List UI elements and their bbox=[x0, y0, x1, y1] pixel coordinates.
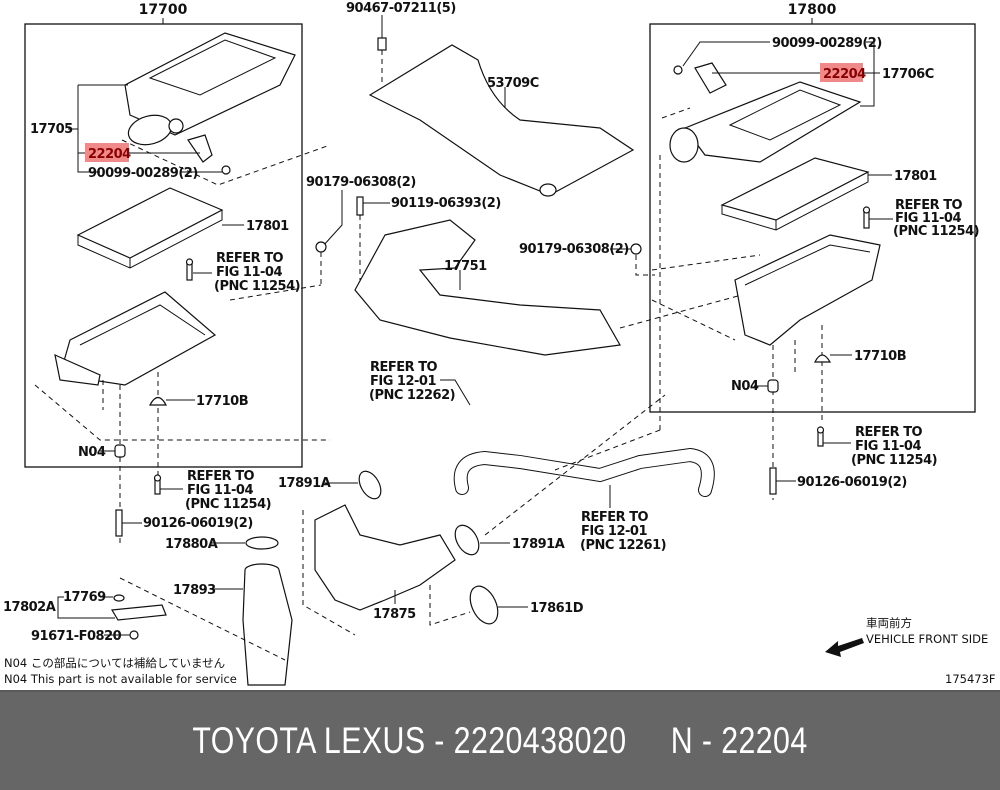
grommet-icon-left bbox=[148, 396, 168, 406]
cushion-icon-left bbox=[114, 444, 126, 458]
assembly-title-17700: 17700 bbox=[139, 2, 188, 18]
label-refer-right2-3[interactable]: (PNC 11254) bbox=[851, 453, 938, 468]
air-cleaner-cap-right bbox=[669, 81, 862, 163]
label-refer-left2-1[interactable]: REFER TO bbox=[187, 469, 255, 484]
highlight-22204-right[interactable]: 22204 bbox=[820, 63, 867, 82]
label-17861D: 17861D bbox=[530, 601, 584, 616]
label-90099-right: 90099-00289(2) bbox=[772, 36, 882, 51]
bolt-icon-right-2 bbox=[816, 426, 825, 447]
bolt-icon-left-2 bbox=[153, 474, 162, 495]
note-n04-jp: N04 この部品については補給していません bbox=[4, 656, 225, 670]
shield-53709C bbox=[368, 44, 635, 197]
label-N04-right: N04 bbox=[731, 379, 759, 394]
air-cleaner-case-right bbox=[734, 234, 881, 346]
stud-icon-right bbox=[769, 467, 777, 495]
label-17769: 17769 bbox=[63, 590, 106, 605]
nut-icon-90179-b bbox=[630, 243, 642, 255]
label-53709C: 53709C bbox=[487, 76, 539, 91]
label-17891A-b: 17891A bbox=[512, 537, 565, 552]
mass-air-flow-sensor-icon bbox=[187, 134, 213, 163]
clamp-icon-17861D bbox=[469, 585, 499, 625]
air-filter-element-right bbox=[720, 157, 870, 231]
nut-icon-90179-a bbox=[315, 241, 327, 253]
footer-banner: TOYOTA LEXUS - 2220438020 N - 22204 bbox=[0, 690, 1000, 790]
air-cleaner-cap-left bbox=[124, 32, 296, 175]
clamp-icon-17880A bbox=[245, 536, 279, 550]
label-90126-left: 90126-06019(2) bbox=[143, 516, 253, 531]
label-90179-b: 90179-06308(2) bbox=[519, 242, 629, 257]
label-N04-left: N04 bbox=[78, 445, 106, 460]
label-refer-left-1[interactable]: REFER TO bbox=[216, 251, 284, 266]
air-duct-17875 bbox=[314, 504, 456, 611]
label-90179-a: 90179-06308(2) bbox=[306, 175, 416, 190]
clamp-icon-17891A-b bbox=[454, 524, 480, 556]
label-refer-mid-b-1[interactable]: REFER TO bbox=[581, 510, 649, 525]
resonator-17893 bbox=[242, 563, 293, 686]
label-refer-left-2[interactable]: FIG 11-04 bbox=[216, 265, 283, 280]
label-refer-mid-a-2[interactable]: FIG 12-01 bbox=[370, 374, 437, 389]
label-91671: 91671-F0820 bbox=[31, 629, 122, 644]
label-17710B-left: 17710B bbox=[196, 394, 248, 409]
bolt-icon-left bbox=[185, 258, 194, 281]
label-17801-right: 17801 bbox=[894, 169, 937, 184]
clip-icon-90467 bbox=[377, 37, 387, 51]
grommet-icon-right bbox=[814, 354, 832, 363]
label-17891A-a: 17891A bbox=[278, 476, 331, 491]
label-17751: 17751 bbox=[444, 259, 487, 274]
footer-part-number: TOYOTA LEXUS - 2220438020 N - 22204 bbox=[192, 720, 808, 761]
label-17801-left: 17801 bbox=[246, 219, 289, 234]
parts-diagram: 17700 17705 22204 90099-00289(2) 17801 R… bbox=[3, 1, 996, 686]
label-17893: 17893 bbox=[173, 583, 216, 598]
screw-icon-right bbox=[673, 65, 683, 75]
label-90119: 90119-06393(2) bbox=[391, 196, 501, 211]
note-n04-en: N04 This part is not available for servi… bbox=[4, 672, 237, 686]
label-refer-right-2[interactable]: FIG 11-04 bbox=[895, 211, 962, 226]
highlight-22204-left[interactable]: 22204 bbox=[85, 143, 132, 162]
label-17710B-right: 17710B bbox=[854, 349, 906, 364]
label-refer-right-1[interactable]: REFER TO bbox=[895, 198, 963, 213]
bolt-icon-90119 bbox=[356, 196, 364, 216]
label-17706C: 17706C bbox=[882, 67, 934, 82]
label-refer-mid-b-3[interactable]: (PNC 12261) bbox=[580, 538, 667, 553]
direction-jp: 車両前方 bbox=[866, 616, 912, 630]
assembly-title-17800: 17800 bbox=[788, 2, 837, 18]
label-22204-left[interactable]: 22204 bbox=[88, 147, 132, 162]
hose-pnc-12261 bbox=[453, 447, 715, 497]
label-refer-left-3[interactable]: (PNC 11254) bbox=[214, 279, 301, 294]
label-90126-right: 90126-06019(2) bbox=[797, 475, 907, 490]
bracket-icon-17802A bbox=[110, 604, 167, 621]
screw-icon bbox=[221, 165, 231, 175]
stud-icon-left bbox=[115, 509, 123, 537]
label-refer-left2-3[interactable]: (PNC 11254) bbox=[185, 497, 272, 512]
label-refer-mid-b-2[interactable]: FIG 12-01 bbox=[581, 524, 648, 539]
label-17880A: 17880A bbox=[165, 537, 218, 552]
arrow-left-down-icon bbox=[825, 638, 864, 657]
cushion-icon-right bbox=[767, 379, 779, 393]
label-refer-mid-a-3[interactable]: (PNC 12262) bbox=[369, 388, 456, 403]
label-refer-right-3[interactable]: (PNC 11254) bbox=[893, 224, 980, 239]
hose-pnc-12262 bbox=[419, 369, 566, 471]
label-17705: 17705 bbox=[30, 122, 73, 137]
mass-air-flow-sensor-icon-right bbox=[694, 62, 727, 94]
bolt-icon-91671 bbox=[129, 630, 139, 640]
direction-en: VEHICLE FRONT SIDE bbox=[866, 632, 988, 646]
bolt-icon-right bbox=[862, 206, 871, 229]
air-cleaner-case-left bbox=[54, 291, 217, 386]
label-refer-right2-1[interactable]: REFER TO bbox=[855, 425, 923, 440]
label-90099-left: 90099-00289(2) bbox=[88, 166, 198, 181]
intake-duct-17751 bbox=[354, 219, 621, 356]
label-90467: 90467-07211(5) bbox=[346, 1, 456, 16]
air-filter-element-left bbox=[76, 187, 224, 269]
label-refer-mid-a-1[interactable]: REFER TO bbox=[370, 360, 438, 375]
assembly-17800: 17800 bbox=[649, 2, 976, 413]
clamp-icon-17891A-a bbox=[358, 470, 382, 500]
label-refer-right2-2[interactable]: FIG 11-04 bbox=[855, 439, 922, 454]
nut-icon-17769 bbox=[113, 594, 125, 602]
label-22204-right[interactable]: 22204 bbox=[823, 67, 867, 82]
assembly-17700: 17700 bbox=[24, 2, 303, 468]
label-17802A: 17802A bbox=[3, 600, 56, 615]
label-17875: 17875 bbox=[373, 607, 416, 622]
figure-id: 175473F bbox=[945, 672, 996, 686]
label-refer-left2-2[interactable]: FIG 11-04 bbox=[187, 483, 254, 498]
